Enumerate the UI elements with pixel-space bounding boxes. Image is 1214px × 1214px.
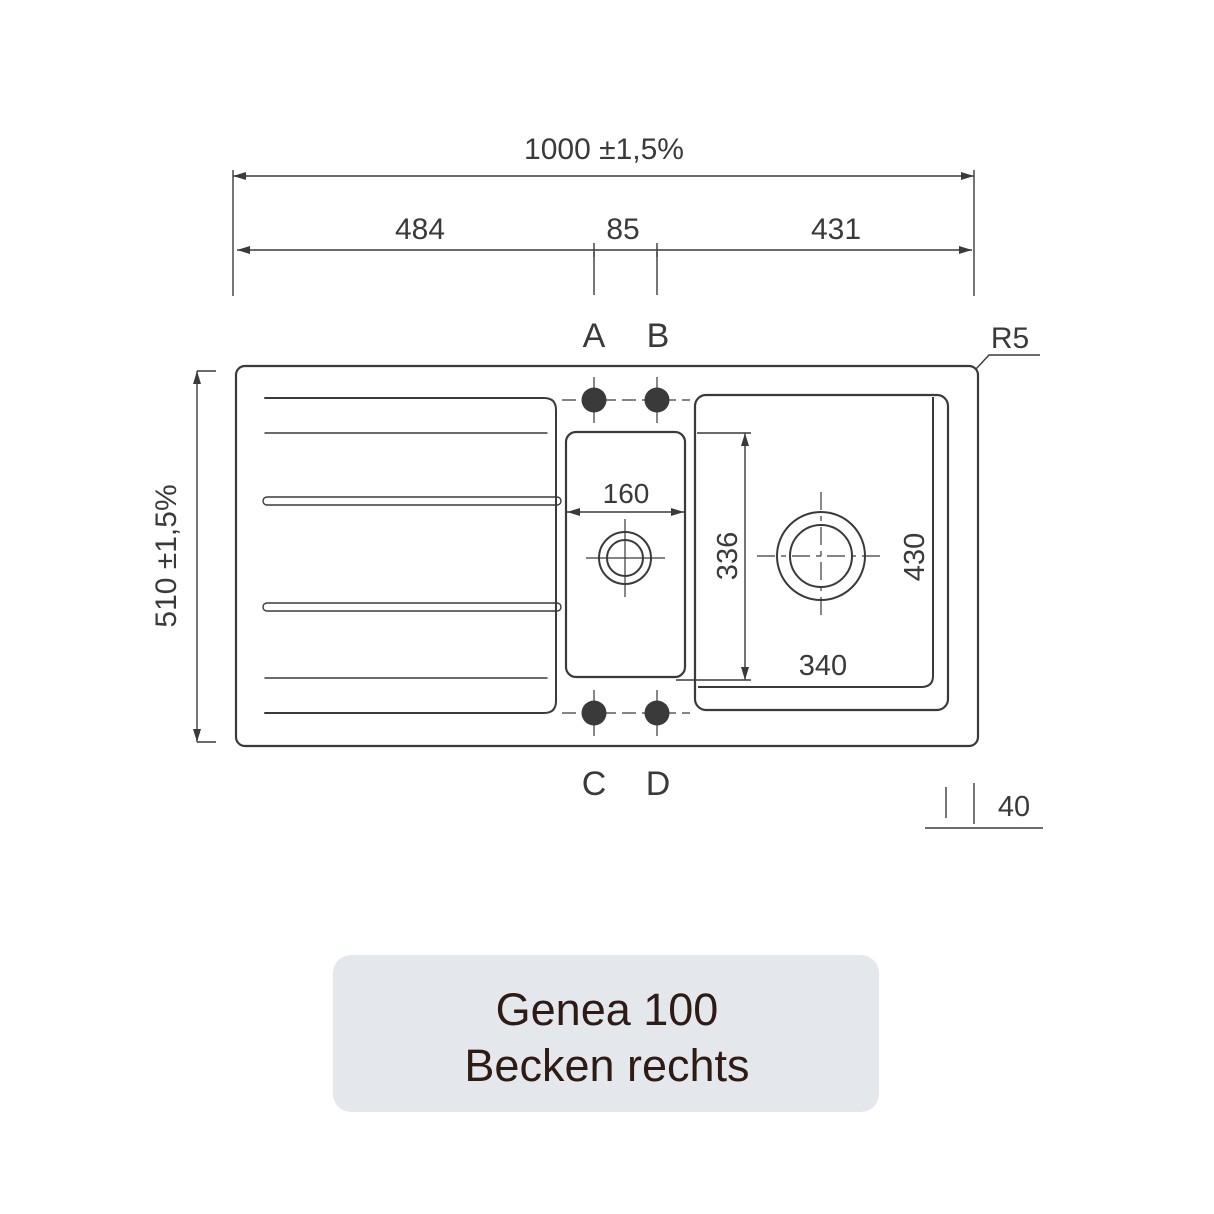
- faucet-hole-c: [581, 700, 607, 726]
- arrowhead-right: [961, 172, 974, 180]
- drainboard-contour: [264, 397, 557, 714]
- drainboard-slot: [262, 496, 562, 506]
- product-label: Genea 100 Becken rechts: [333, 955, 879, 1112]
- main-basin-contour: [693, 393, 950, 712]
- drainboard: [262, 397, 562, 714]
- arrowhead-left: [233, 172, 246, 180]
- dim-right-section-text: 431: [811, 213, 861, 246]
- faucet-holes-bottom: [562, 690, 690, 736]
- arrowhead-bottom: [193, 729, 201, 742]
- sink-outline: [234, 364, 980, 748]
- dim-left-section-text: 484: [395, 213, 445, 246]
- arrowhead-right: [671, 508, 684, 516]
- dim-basin-width-text: 340: [799, 650, 847, 682]
- arrowhead-right: [959, 246, 972, 254]
- faucet-hole-b: [644, 387, 670, 413]
- corner-radius-callout: R5: [975, 322, 1040, 370]
- dimension-edge-width: 40: [925, 783, 1043, 829]
- small-basin: 160: [564, 430, 687, 679]
- arrowhead-top: [193, 371, 201, 384]
- hole-label-a: A: [583, 317, 606, 355]
- dim-basin-height-text: 430: [899, 533, 931, 581]
- main-basin-inner-step: [698, 397, 934, 688]
- product-variant: Becken rechts: [464, 1040, 749, 1091]
- dim-overall-width-text: 1000 ±1,5%: [524, 133, 684, 166]
- dim-small-basin-width-text: 160: [603, 478, 650, 509]
- hole-labels-top: A B: [583, 317, 670, 355]
- dimension-overall-width: 1000 ±1,5%: [232, 133, 975, 296]
- faucet-holes-top: [562, 377, 690, 423]
- dim-edge-width-text: 40: [998, 791, 1030, 823]
- sink-outer-edge: [234, 364, 980, 748]
- dim-corner-radius-text: R5: [991, 322, 1029, 355]
- dim-step-height-text: 336: [712, 532, 744, 580]
- dimension-overall-height: 510 ±1,5%: [150, 370, 216, 743]
- main-drain-centerlines: [757, 492, 885, 620]
- leader-line: [975, 354, 1040, 370]
- product-label-box: [333, 955, 879, 1112]
- main-basin: [693, 393, 950, 712]
- hole-labels-bottom: C D: [582, 765, 671, 803]
- arrowhead-left: [237, 246, 250, 254]
- hole-label-c: C: [582, 765, 607, 803]
- dim-hole-spacing-text: 85: [606, 213, 639, 246]
- small-drain-crosshair: [586, 519, 665, 597]
- arrowhead-top: [741, 433, 749, 446]
- small-basin-contour: [564, 430, 687, 679]
- arrowhead-left: [567, 508, 580, 516]
- dim-overall-height-text: 510 ±1,5%: [150, 484, 183, 627]
- dimension-step-height: 336: [676, 432, 751, 681]
- faucet-hole-a: [581, 387, 607, 413]
- faucet-hole-d: [644, 700, 670, 726]
- hole-label-b: B: [647, 317, 670, 355]
- hole-label-d: D: [646, 765, 671, 803]
- drainboard-slot: [262, 602, 562, 612]
- arrowhead-bottom: [741, 667, 749, 680]
- dimension-sections: 484 85 431: [237, 213, 972, 295]
- product-name: Genea 100: [496, 984, 719, 1035]
